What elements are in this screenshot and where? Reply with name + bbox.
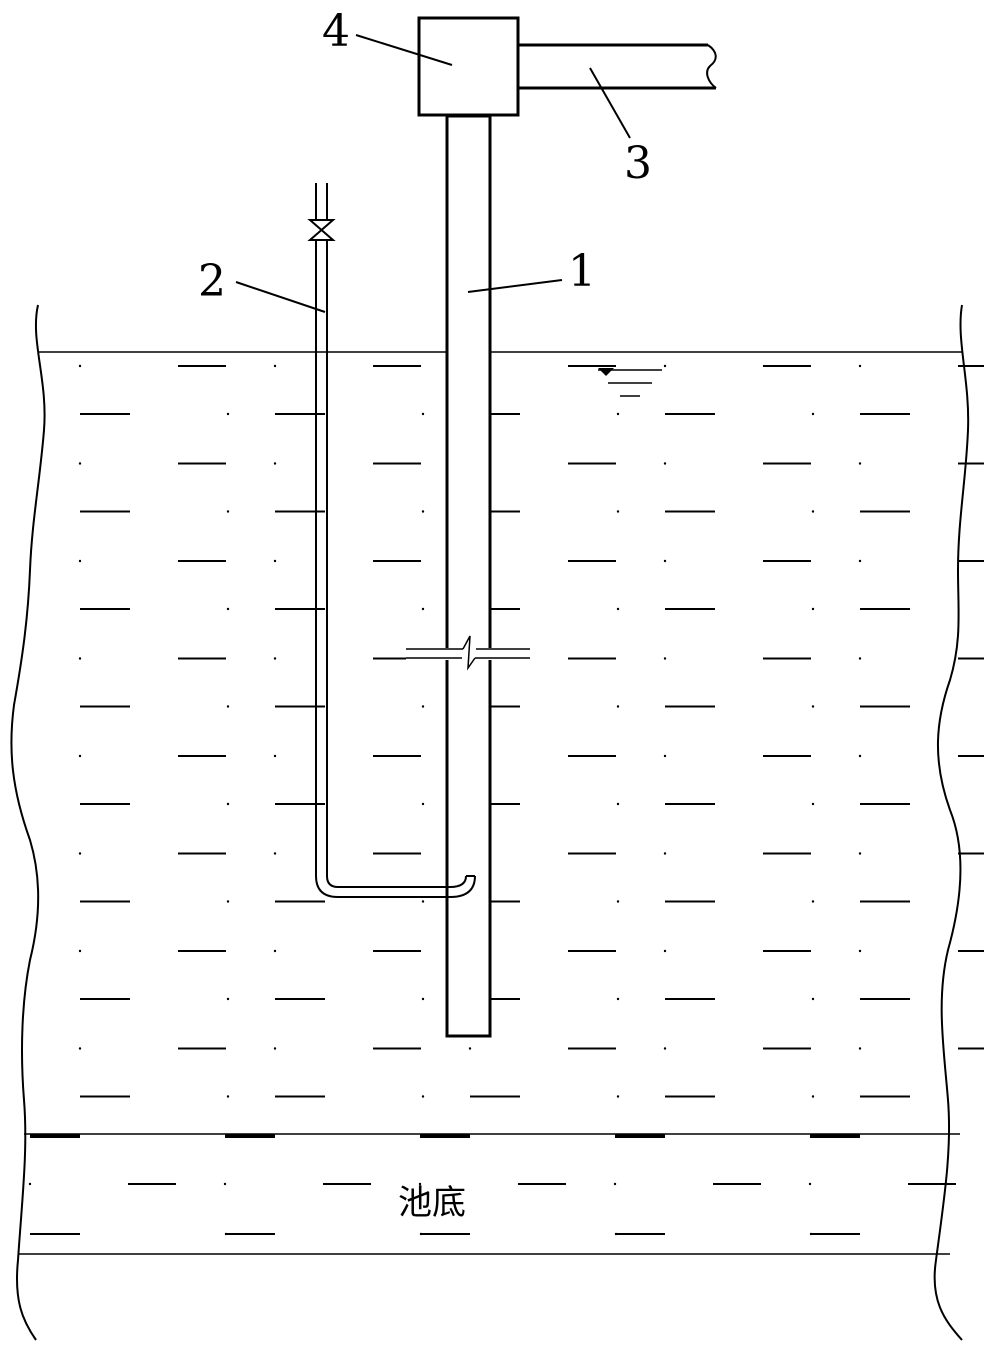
water-dot [616, 607, 620, 611]
water-dot [273, 559, 277, 563]
water-dot [858, 754, 862, 758]
water-dot [273, 657, 277, 660]
water-dot [78, 1047, 82, 1050]
water-dot [421, 510, 425, 513]
water-dot [226, 802, 230, 806]
water-dot [418, 1182, 422, 1186]
water-dot [663, 852, 667, 855]
pipe-3 [518, 43, 717, 90]
water-dot [223, 1182, 227, 1186]
water-dot [858, 657, 862, 660]
water-dot [858, 852, 862, 855]
water-dot [858, 462, 862, 465]
water-dot [663, 754, 667, 758]
leader-line-4 [355, 34, 453, 66]
water-dot [616, 510, 620, 513]
water-dot [811, 997, 815, 1001]
water-dot [78, 657, 82, 660]
water-dot [226, 510, 230, 513]
water-dot [811, 900, 815, 903]
water-dot [224, 1232, 228, 1236]
water-dot [421, 1095, 425, 1098]
water-dot [226, 607, 230, 611]
water-dot [421, 412, 425, 416]
water-dot [226, 705, 230, 708]
valve-icon [307, 219, 336, 241]
water-dot [616, 705, 620, 708]
water-dot [273, 852, 277, 855]
water-dot [78, 754, 82, 758]
water-dot [273, 364, 277, 368]
water-dot [663, 364, 667, 368]
water-dot [858, 364, 862, 368]
water-dot [613, 1182, 617, 1186]
water-dot [663, 462, 667, 465]
water-dot [663, 559, 667, 563]
water-dot [421, 997, 425, 1001]
water-dot [421, 802, 425, 806]
water-level-symbol [598, 368, 662, 397]
pipe-break-symbol [406, 635, 530, 671]
water-dot [811, 802, 815, 806]
label-pool-bottom: 池底 [398, 1183, 466, 1223]
water-dot [858, 559, 862, 563]
water-dot [226, 900, 230, 903]
water-dot [28, 1182, 32, 1186]
water-dot [78, 559, 82, 563]
water-dot [78, 364, 82, 368]
label-pipe-3: 3 [624, 138, 652, 189]
water-dot [78, 852, 82, 855]
water-dot [616, 997, 620, 1001]
pipe-1 [445, 114, 492, 1038]
right-wall-break-line [933, 304, 970, 1341]
water-dot [614, 1232, 618, 1236]
water-dot [419, 1232, 423, 1236]
water-dot [811, 510, 815, 513]
water-dot [809, 1232, 813, 1236]
water-dot [421, 900, 425, 903]
water-dot [421, 607, 425, 611]
water-dot [616, 1095, 620, 1098]
water-dot [78, 462, 82, 465]
water-dot [616, 802, 620, 806]
water-dot [78, 949, 82, 953]
leader-line-3 [589, 67, 631, 139]
leader-line-2 [235, 281, 326, 313]
water-dot [226, 1095, 230, 1098]
water-dot [858, 1047, 862, 1050]
water-dot [663, 949, 667, 953]
water-dot [421, 705, 425, 708]
water-dot [226, 997, 230, 1001]
label-pipe-2: 2 [198, 256, 226, 307]
pool-bottom-texture [28, 1134, 956, 1236]
water-dot [663, 1047, 667, 1050]
water-dot [811, 412, 815, 416]
water-dot [273, 754, 277, 758]
left-wall-break-line [10, 304, 46, 1341]
water-dot [858, 949, 862, 953]
box-4 [417, 16, 520, 117]
water-dot [811, 705, 815, 708]
water-dot [273, 1047, 277, 1050]
water-dot [808, 1182, 812, 1186]
water-dot [811, 1095, 815, 1098]
label-pipe-1: 1 [568, 246, 596, 297]
water-dot [616, 900, 620, 903]
water-dot [811, 607, 815, 611]
leader-line-1 [467, 279, 563, 293]
water-dot [273, 949, 277, 953]
water-dot [663, 657, 667, 660]
water-texture [78, 364, 984, 1098]
label-box-4: 4 [322, 6, 350, 57]
pipe-2 [315, 183, 476, 898]
water-dot [616, 412, 620, 416]
water-dot [273, 462, 277, 465]
water-dot [468, 1047, 472, 1050]
water-dot [226, 412, 230, 416]
